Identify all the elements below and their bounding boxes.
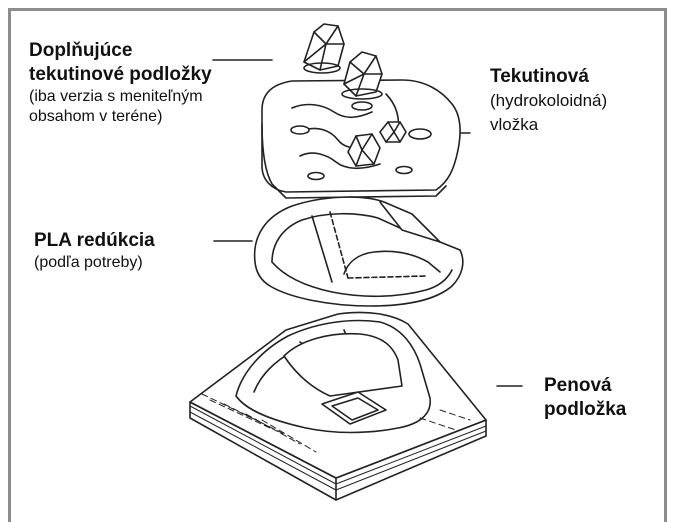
foam-pad-title-1: Penová xyxy=(544,374,626,398)
fluid-insert-drawing xyxy=(262,80,460,198)
label-addon-fluid-pads: Doplňujúce tekutinové podložky (iba verz… xyxy=(29,39,212,127)
addon-pads-title-2: tekutinové podložky xyxy=(29,63,212,87)
pla-reduction-note: (podľa potreby) xyxy=(34,253,155,273)
fluid-insert-note-1: (hydrokoloidná) xyxy=(490,89,607,113)
label-foam-pad: Penová podložka xyxy=(544,374,626,422)
addon-pads-title-1: Doplňujúce xyxy=(29,39,212,63)
addon-pads-note-2: obsahom v teréne) xyxy=(29,107,212,127)
foam-pad-drawing xyxy=(190,312,486,500)
pla-reduction-drawing xyxy=(255,197,463,306)
addon-pads-note-1: (iba verzia s meniteľným xyxy=(29,87,212,107)
foam-pad-title-2: podložka xyxy=(544,398,626,422)
label-fluid-insert: Tekutinová (hydrokoloidná) vložka xyxy=(490,65,607,137)
fluid-insert-title: Tekutinová xyxy=(490,65,607,89)
label-pla-reduction: PLA redúkcia (podľa potreby) xyxy=(34,229,155,273)
pla-reduction-title: PLA redúkcia xyxy=(34,229,155,253)
fluid-insert-note-2: vložka xyxy=(490,113,607,137)
